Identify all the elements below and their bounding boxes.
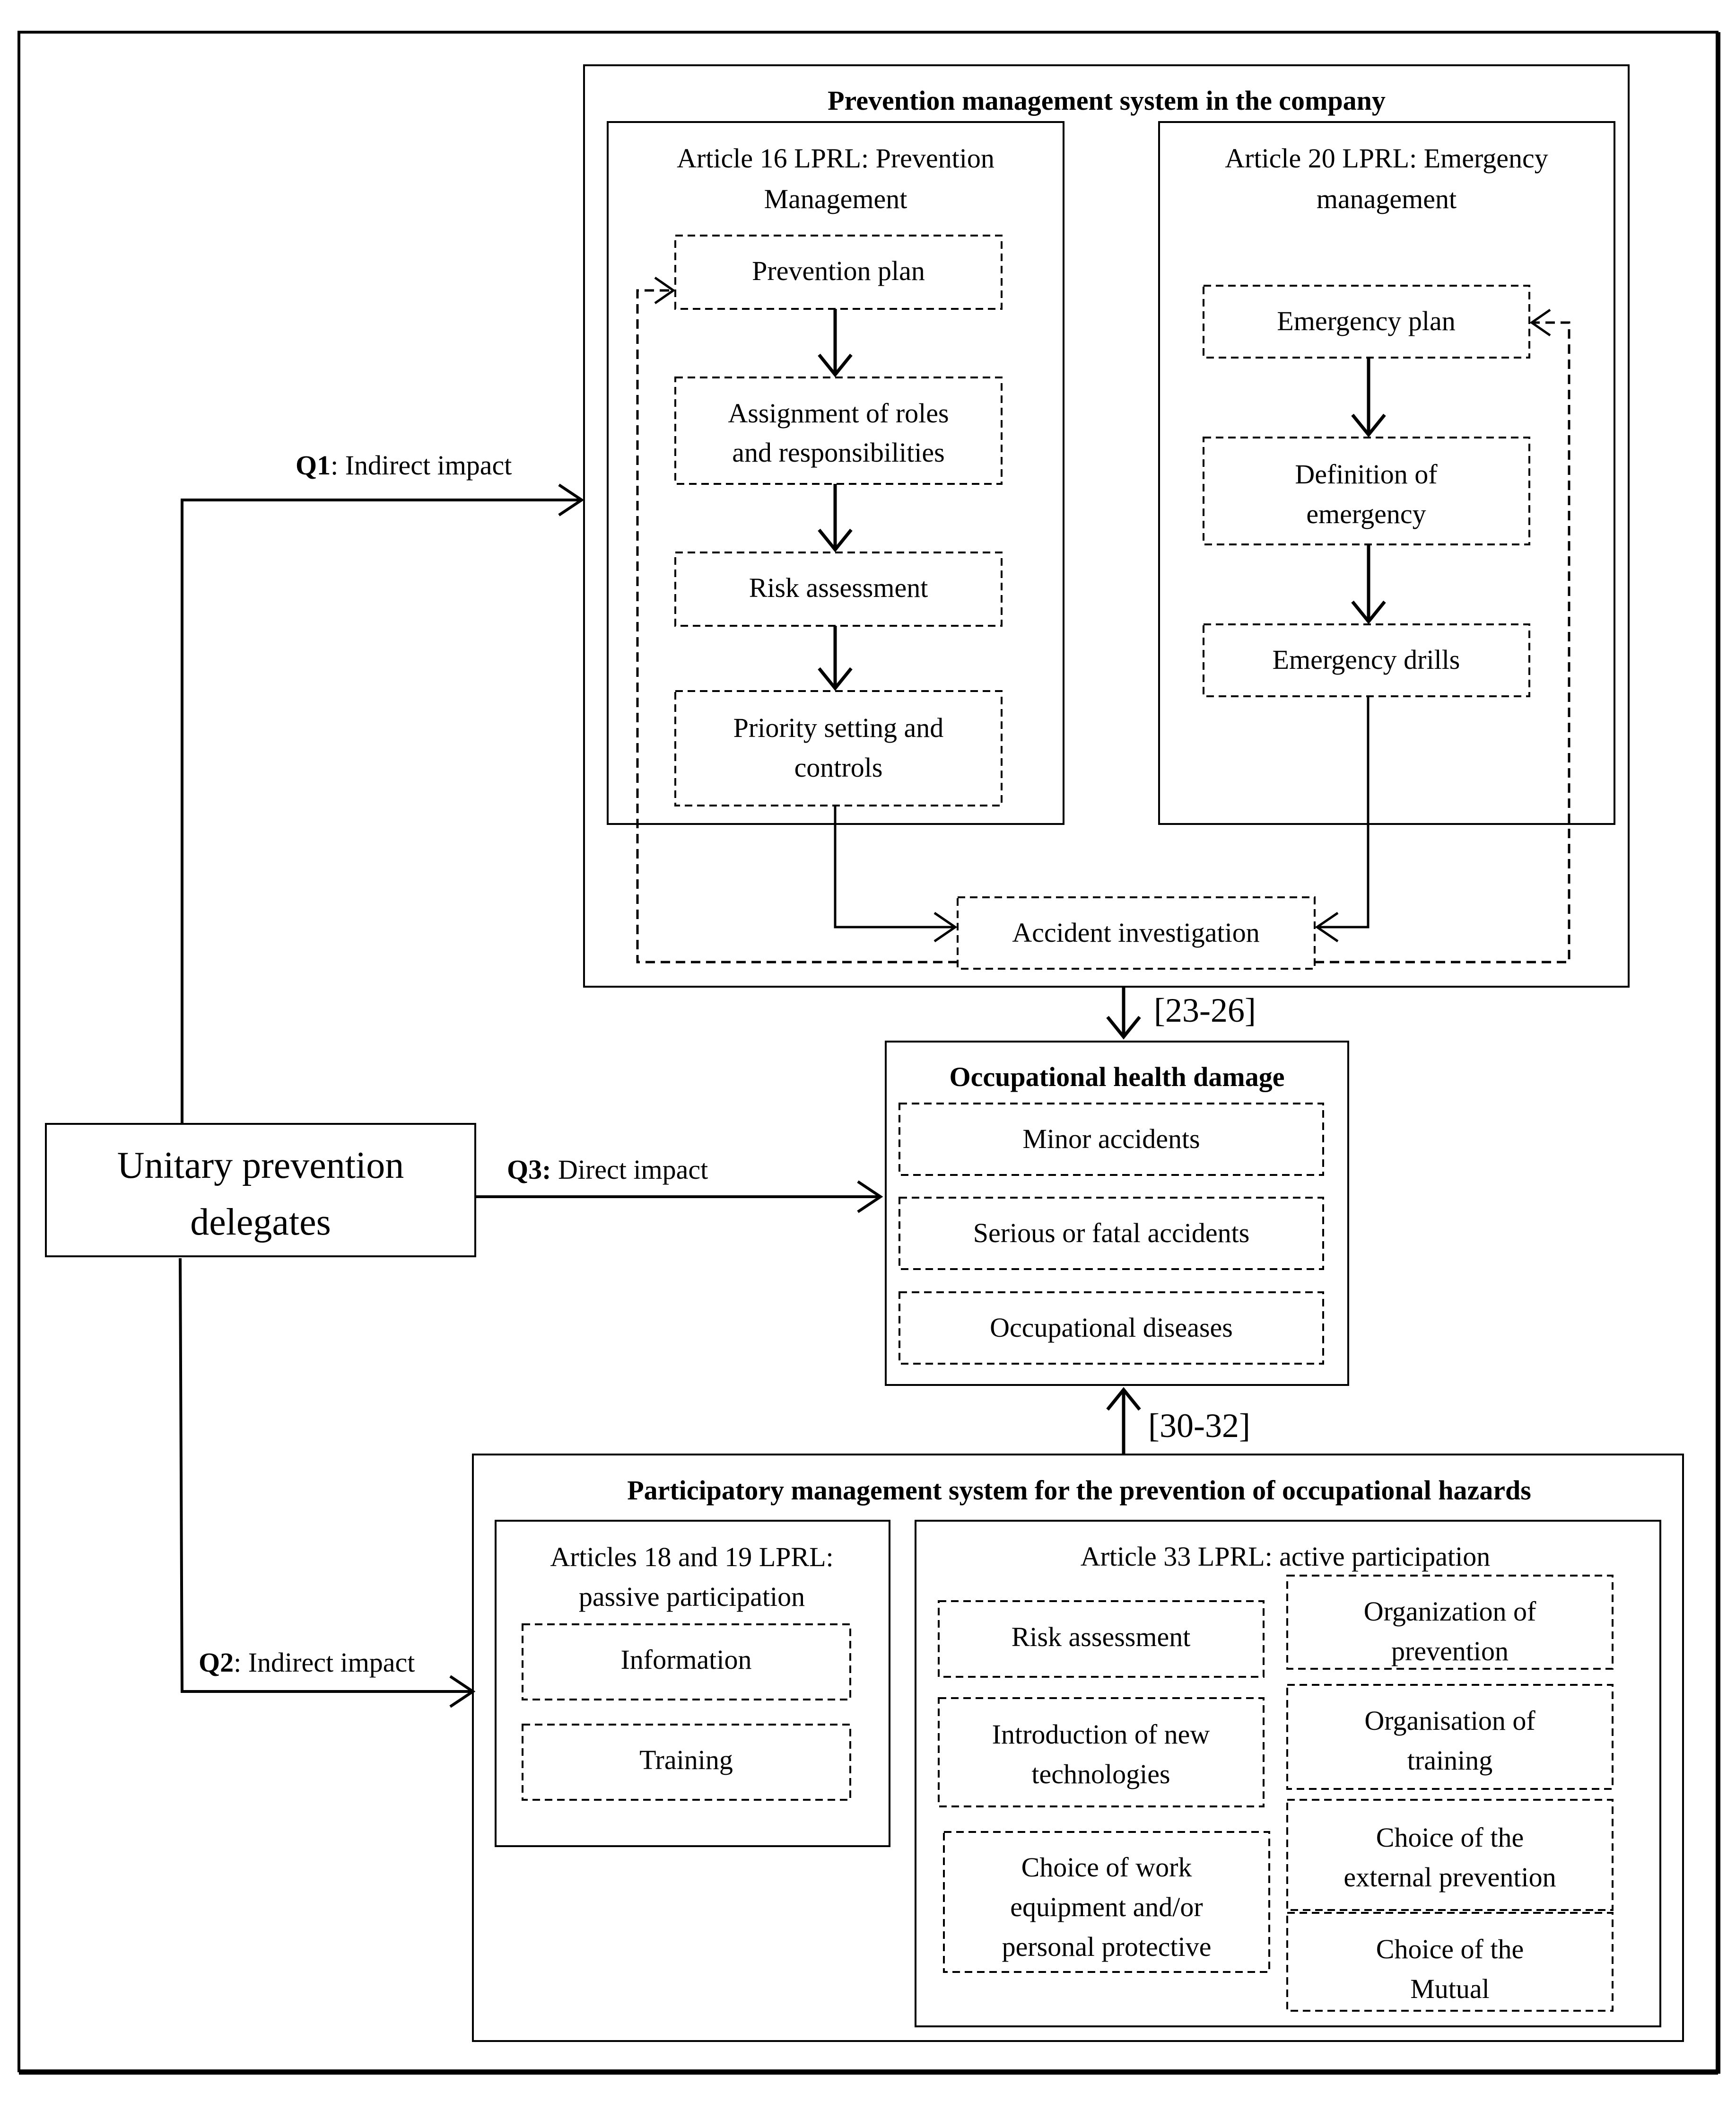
org-training-label-line2: training	[1407, 1745, 1492, 1776]
q2-text: : Indirect impact	[234, 1647, 415, 1678]
priority-label-line1: Priority setting and	[733, 712, 944, 743]
prevention-system-box	[583, 64, 1630, 988]
serious-accidents-box	[899, 1197, 1324, 1270]
q3-key: Q3:	[507, 1154, 551, 1185]
q1-text: : Indirect impact	[331, 450, 512, 481]
health-damage-title: Occupational health damage	[950, 1061, 1285, 1092]
emergency-plan-label: Emergency plan	[1277, 306, 1455, 336]
external-prevention-label-line2: external prevention	[1343, 1862, 1556, 1893]
roles-box	[674, 377, 1003, 485]
active-risk-assessment-box	[938, 1600, 1265, 1678]
emergency-drills-label: Emergency drills	[1273, 644, 1460, 675]
new-technologies-box	[938, 1697, 1265, 1807]
work-equipment-label-line3: personal protective	[1002, 1931, 1212, 1962]
article20-title-line2: management	[1317, 184, 1457, 214]
accident-investigation-label: Accident investigation	[1012, 917, 1259, 948]
work-equipment-box	[943, 1831, 1270, 1973]
passive-title-line1: Articles 18 and 19 LPRL:	[550, 1542, 833, 1572]
serious-accidents-label: Serious or fatal accidents	[973, 1218, 1250, 1248]
risk-assessment-box	[674, 552, 1003, 627]
external-prevention-text: Choice of the external prevention	[1343, 1822, 1556, 1893]
article16-title-line2: Management	[764, 184, 907, 214]
participatory-system-box	[472, 1454, 1684, 2042]
emergency-drills-box	[1203, 623, 1530, 697]
org-training-text: Organisation of training	[1364, 1705, 1535, 1776]
q1-label: Q1: Indirect impact	[296, 450, 512, 481]
roles-label-line1: Assignment of roles	[728, 398, 949, 429]
active-title: Article 33 LPRL: active participation	[1081, 1541, 1491, 1572]
definition-label-line2: emergency	[1306, 499, 1426, 529]
health-damage-box	[885, 1041, 1349, 1386]
active-risk-assessment-label: Risk assessment	[1012, 1621, 1191, 1652]
occupational-diseases-label: Occupational diseases	[990, 1312, 1233, 1343]
risk-assessment-label: Risk assessment	[749, 572, 928, 603]
prevention-system-title: Prevention management system in the comp…	[828, 85, 1386, 116]
q2-key: Q2	[199, 1647, 234, 1678]
prevention-plan-box	[674, 235, 1003, 310]
q3-connector	[475, 1180, 883, 1213]
feedback-arrowheads	[654, 276, 1551, 337]
citation-top: [23-26]	[1154, 991, 1256, 1029]
passive-box	[495, 1520, 890, 1847]
delegates-box	[45, 1123, 476, 1257]
mutual-box	[1286, 1912, 1614, 2012]
mutual-label-line1: Choice of the	[1376, 1934, 1524, 1964]
q1-key: Q1	[296, 450, 331, 481]
mutual-label-line2: Mutual	[1410, 1973, 1490, 2004]
training-label: Training	[639, 1744, 733, 1775]
definition-box	[1203, 437, 1530, 545]
q3-label: Q3: Direct impact	[507, 1154, 708, 1185]
priority-box	[674, 690, 1003, 806]
article20-box	[1158, 121, 1615, 825]
org-prevention-label-line1: Organization of	[1364, 1596, 1536, 1627]
emergency-plan-box	[1203, 285, 1530, 359]
accident-investigation-box	[957, 896, 1316, 970]
roles-label-line2: and responsibilities	[732, 437, 944, 468]
q2-connector	[179, 1258, 476, 1708]
participatory-system-title: Participatory management system for the …	[627, 1475, 1531, 1506]
org-prevention-label-line2: prevention	[1391, 1636, 1509, 1666]
delegates-label-line2: delegates	[190, 1201, 331, 1243]
prevention-plan-label: Prevention plan	[752, 255, 925, 286]
delegates-label-line1: Unitary prevention	[117, 1145, 404, 1186]
q2-label: Q2: Indirect impact	[199, 1647, 415, 1678]
org-training-label-line1: Organisation of	[1364, 1705, 1535, 1736]
external-prevention-box	[1286, 1799, 1614, 1911]
training-box	[522, 1724, 851, 1801]
art16-arrows	[818, 309, 853, 691]
new-technologies-label-line2: technologies	[1031, 1759, 1170, 1789]
definition-label-line1: Definition of	[1295, 459, 1438, 490]
arrow-prevention-to-damage	[1106, 987, 1141, 1040]
work-equipment-label-line2: equipment and/or	[1010, 1892, 1203, 1922]
citation-bottom: [30-32]	[1148, 1407, 1250, 1445]
active-box	[915, 1520, 1661, 2027]
work-equipment-text: Choice of work equipment and/or personal…	[1002, 1852, 1212, 1962]
article16-title-line1: Article 16 LPRL: Prevention	[677, 143, 994, 174]
q3-text: Direct impact	[551, 1154, 708, 1185]
org-training-box	[1286, 1684, 1614, 1790]
priority-label-line2: controls	[794, 752, 883, 783]
article20-title-line1: Article 20 LPRL: Emergency	[1225, 143, 1548, 174]
arrow-participatory-to-damage	[1106, 1387, 1141, 1455]
new-technologies-label-line1: Introduction of new	[992, 1719, 1210, 1750]
information-label: Information	[620, 1644, 751, 1675]
minor-accidents-label: Minor accidents	[1022, 1123, 1200, 1154]
information-box	[522, 1623, 851, 1700]
external-prevention-label-line1: Choice of the	[1376, 1822, 1524, 1853]
passive-title-line2: passive participation	[579, 1581, 805, 1612]
mutual-text: Choice of the Mutual	[1376, 1934, 1524, 2004]
investigation-inflows	[834, 696, 1370, 943]
org-prevention-box	[1286, 1575, 1614, 1670]
feedback-loops	[636, 289, 1570, 964]
occupational-diseases-box	[899, 1291, 1324, 1365]
minor-accidents-box	[899, 1103, 1324, 1176]
q1-connector	[181, 483, 584, 1124]
org-prevention-text: Organization of prevention	[1364, 1596, 1536, 1666]
art20-arrows	[1351, 358, 1386, 624]
work-equipment-label-line1: Choice of work	[1021, 1852, 1192, 1883]
